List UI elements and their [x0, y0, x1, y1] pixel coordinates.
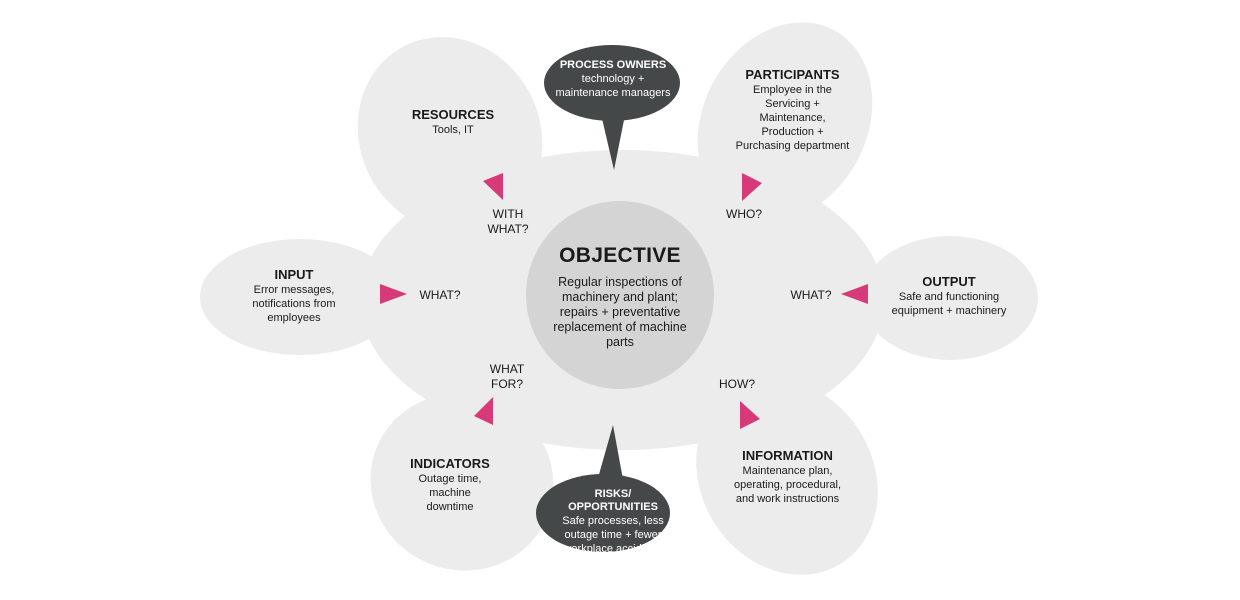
- petal-output: [862, 236, 1038, 360]
- resources-block: RESOURCES Tools, IT: [393, 107, 513, 137]
- arrow-participants: [742, 173, 762, 201]
- arrow-output: [841, 284, 868, 304]
- output-question: WHAT?: [790, 288, 832, 302]
- process-owners-pointer: [600, 110, 626, 170]
- arrow-resources: [483, 173, 503, 200]
- indicators-question: WHAT FOR?: [489, 362, 525, 391]
- risks-text: Safe processes, less outage time + fewer…: [562, 515, 664, 555]
- risks-bubble: [536, 474, 670, 552]
- process-owners-title: PROCESS OWNERS: [559, 59, 667, 71]
- risks-block: RISKS/ OPPORTUNITIES Safe processes, les…: [553, 488, 673, 556]
- indicators-block: INDICATORS Outage time, machine downtime: [395, 456, 505, 514]
- participants-title: PARTICIPANTS: [745, 67, 840, 82]
- information-block: INFORMATION Maintenance plan, operating,…: [730, 448, 845, 506]
- input-title: INPUT: [274, 267, 314, 282]
- output-title: OUTPUT: [922, 274, 976, 289]
- process-owners-block: PROCESS OWNERS technology + maintenance …: [554, 59, 672, 100]
- arrow-indicators: [474, 397, 493, 425]
- process-owners-bubble: [544, 45, 680, 121]
- risks-title: RISKS/ OPPORTUNITIES: [568, 488, 658, 513]
- participants-question: WHO?: [726, 207, 762, 221]
- input-block: INPUT Error messages, notifications from…: [238, 267, 350, 325]
- information-question: HOW?: [719, 377, 755, 391]
- process-owners-text: technology + maintenance managers: [555, 73, 671, 99]
- output-text: Safe and functioning equipment + machine…: [891, 291, 1007, 317]
- input-text: Error messages, notifications from emplo…: [252, 284, 336, 324]
- petal-indicators: [370, 393, 554, 571]
- indicators-title: INDICATORS: [410, 456, 490, 471]
- resources-title: RESOURCES: [411, 107, 495, 122]
- participants-block: PARTICIPANTS Employee in the Servicing +…: [735, 67, 850, 153]
- objective-block: OBJECTIVE Regular inspections of machine…: [550, 243, 690, 350]
- output-block: OUTPUT Safe and functioning equipment + …: [887, 274, 1011, 318]
- resources-text: Tools, IT: [432, 124, 474, 136]
- resources-question: WITH WHAT?: [487, 207, 529, 236]
- risks-pointer: [596, 425, 624, 485]
- participants-text: Employee in the Servicing + Maintenance,…: [735, 84, 850, 152]
- arrow-input: [380, 284, 407, 304]
- information-title: INFORMATION: [742, 448, 833, 463]
- objective-description: Regular inspections of machinery and pla…: [553, 275, 687, 349]
- indicators-text: Outage time, machine downtime: [418, 473, 482, 513]
- objective-title: OBJECTIVE: [559, 244, 681, 267]
- objective-circle: [526, 201, 714, 389]
- arrow-information: [740, 401, 760, 429]
- information-text: Maintenance plan, operating, procedural,…: [733, 465, 841, 505]
- petal-input: [200, 239, 400, 355]
- input-question: WHAT?: [419, 288, 461, 302]
